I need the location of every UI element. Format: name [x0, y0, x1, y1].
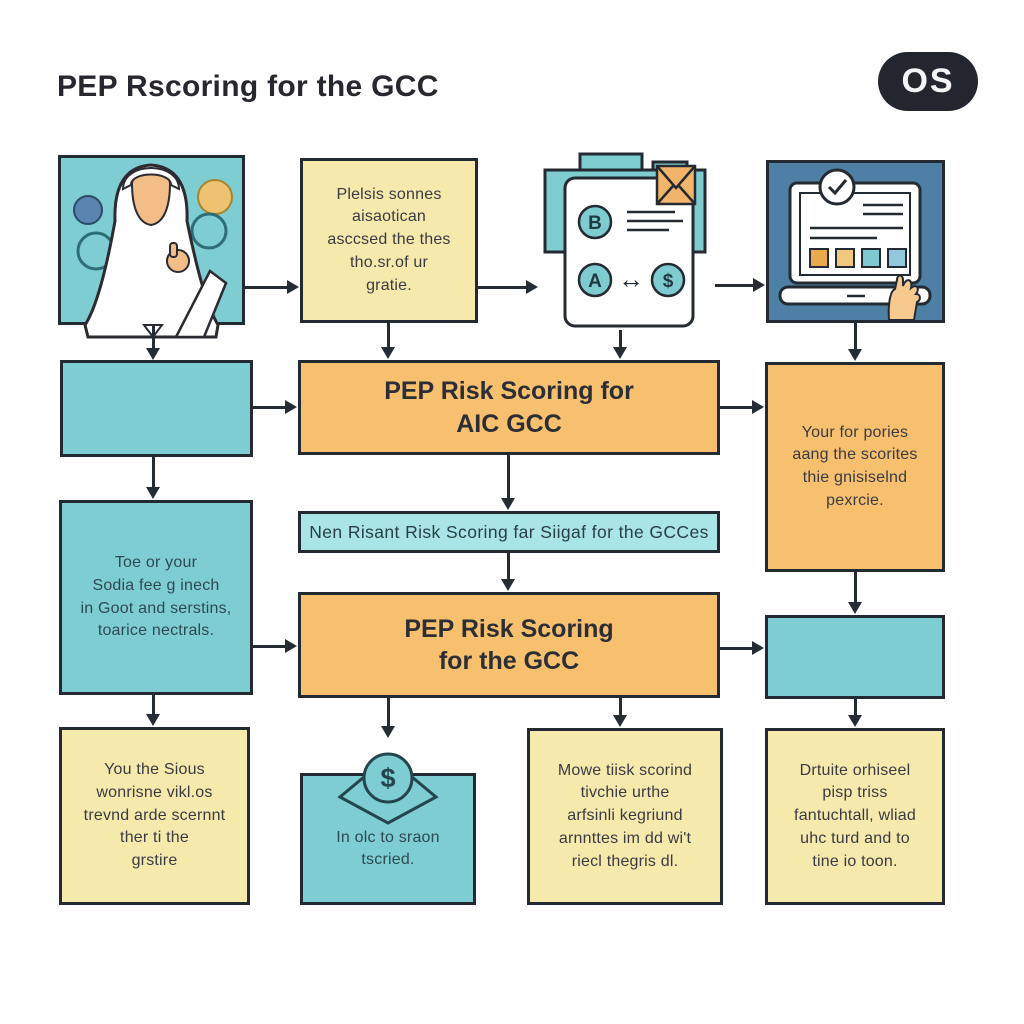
arrow-main1-to-side: [720, 400, 764, 414]
letter-b: B: [588, 213, 602, 234]
arrow-laptop-to-side: [848, 323, 862, 361]
gulf-person-icon: [73, 163, 233, 339]
arrow-person-to-note: [245, 280, 299, 294]
persona-box: [58, 155, 245, 339]
arrow-main2-to-connector-right: [720, 641, 764, 655]
teal-note-text: Toe or your Sodia fee g inech in Goot an…: [80, 554, 232, 640]
note-top-box: Plelsis sonnes aisaotican asccsed the th…: [300, 158, 478, 323]
dollar-sign: $: [380, 763, 395, 793]
dollar-diamond-icon: $: [337, 752, 439, 825]
arrow-folder-to-main1: [613, 330, 627, 359]
arrow-main2-to-dollar: [381, 698, 395, 738]
page-title: PEP Rscoring for the GCC: [57, 70, 439, 103]
arrow-side-to-connector-right: [848, 572, 862, 614]
os-badge-label: OS: [901, 62, 955, 100]
side-orange-box: Your for pories aang the scorites thie g…: [765, 362, 945, 572]
bottom-teal-text: In olc to sraon tscried.: [336, 828, 440, 869]
bottom-left-box: You the Sious wonrisne vikl.os trevnd ar…: [59, 727, 250, 905]
main-process-box-2: PEP Risk Scoring for the GCC: [298, 592, 720, 698]
arrow-banner-to-main2: [501, 553, 515, 591]
arrow-note-to-folder: [478, 280, 538, 294]
bottom-mid-text: Mowe tiisk scorind tivchie urthe arfsinl…: [557, 761, 693, 870]
arrow-tealnote-to-main2: [253, 639, 297, 653]
bottom-left-text: You the Sious wonrisne vikl.os trevnd ar…: [83, 761, 226, 870]
arrow-connector-to-main1: [253, 400, 297, 414]
teal-note-box: Toe or your Sodia fee g inech in Goot an…: [59, 500, 253, 695]
arrow-connector-to-tealnote: [146, 457, 160, 499]
teal-connector-box-left: [60, 360, 253, 457]
bottom-mid-box: Mowe tiisk scorind tivchie urthe arfsinl…: [527, 728, 723, 905]
arrow-tealnote-to-bottomleft: [146, 695, 160, 726]
arrow-folder-to-laptop: [715, 278, 765, 292]
letter-a: A: [588, 271, 602, 292]
document-folder-icon: B A ↔ $: [543, 152, 707, 328]
note-top-text: Plelsis sonnes aisaotican asccsed the th…: [327, 185, 451, 294]
letter-a-circle-icon: [577, 262, 613, 298]
pointing-hand-icon: [887, 274, 921, 320]
left-right-arrow-icon: ↔: [618, 264, 644, 294]
arrow-main1-to-banner: [501, 455, 515, 510]
check-circle-icon: [818, 168, 856, 206]
main-process-1-label: PEP Risk Scoring for AIC GCC: [384, 377, 634, 438]
os-badge: OS: [878, 52, 978, 111]
letter-b-circle-icon: [577, 204, 613, 240]
laptop-check-icon: [778, 168, 932, 320]
bottom-right-box: Drtuite orhiseel pisp triss fantuchtall,…: [765, 728, 945, 905]
main-process-box-1: PEP Risk Scoring for AIC GCC: [298, 360, 720, 455]
laptop-box: [766, 160, 945, 323]
banner-text: Nen Risant Risk Scoring far Siigaf for t…: [309, 521, 709, 542]
arrow-note-to-main1: [381, 323, 395, 359]
arrow-main2-to-bottommid: [613, 698, 627, 727]
teal-connector-box-right: [765, 615, 945, 699]
arrow-connector-to-bottomright: [848, 699, 862, 727]
bottom-right-text: Drtuite orhiseel pisp triss fantuchtall,…: [794, 761, 916, 870]
arrow-person-to-connector: [146, 325, 160, 360]
banner-box: Nen Risant Risk Scoring far Siigaf for t…: [298, 511, 720, 553]
letter-s: $: [663, 271, 674, 292]
main-process-2-label: PEP Risk Scoring for the GCC: [404, 614, 614, 676]
dollar-circle-icon: [650, 262, 686, 298]
side-orange-text: Your for pories aang the scorites thie g…: [792, 423, 918, 509]
